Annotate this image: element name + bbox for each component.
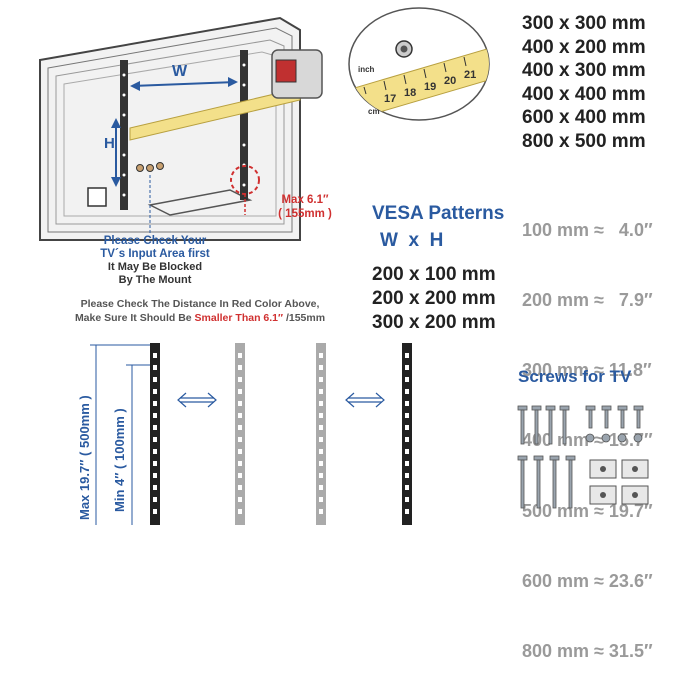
max-height-label: Max 19.7″ ( 500mm ) <box>77 395 92 520</box>
vesa-patterns-title: VESA Patterns <box>372 203 505 224</box>
max-distance-label: Max 6.1″ ( 155mm ) <box>278 194 332 220</box>
vesa-large-list: 300 x 300 mm 400 x 200 mm 400 x 300 mm 4… <box>522 12 646 153</box>
check-distance-line-2: Make Sure It Should Be Smaller Than 6.1″… <box>74 312 326 324</box>
vesa-item: 300 x 300 mm <box>522 13 646 34</box>
conversion-item: 300 mm ≈ 11.8″ <box>522 360 652 381</box>
tape-inch-label: inch <box>358 65 375 74</box>
w-label: W <box>172 63 188 80</box>
vesa-small-list: 200 x 100 mm 200 x 200 mm 300 x 200 mm <box>372 263 496 335</box>
vesa-item: 400 x 200 mm <box>522 36 646 58</box>
vesa-item: 200 x 100 mm <box>372 264 496 285</box>
conversion-item: 200 mm ≈ 7.9″ <box>522 290 653 311</box>
screws-title: Screws for TV <box>518 367 632 386</box>
tape-cm-label: cm <box>368 107 380 116</box>
input-ports <box>136 162 164 172</box>
tape-number: 18 <box>404 87 416 99</box>
bracket-diagram <box>90 343 412 525</box>
vesa-item: 200 x 200 mm <box>372 288 496 309</box>
min-height-label: Min 4″ ( 100mm ) <box>112 408 127 512</box>
blocked-note: It May Be Blocked By The Mount <box>107 261 203 286</box>
tape-number: 20 <box>444 75 456 87</box>
tape-number: 21 <box>464 69 476 81</box>
conversion-item: 600 mm ≈ 23.6″ <box>522 570 653 591</box>
vesa-w-x-h: W x H <box>380 230 444 251</box>
tape-number: 19 <box>424 81 436 93</box>
tape-zoom: inch cm 17 18 19 20 21 <box>348 7 490 121</box>
vesa-item: 300 x 200 mm <box>372 312 496 333</box>
double-arrow-icon <box>345 392 385 408</box>
conversion-item: 500 mm ≈ 19.7″ <box>522 500 653 521</box>
vesa-item: 800 x 500 mm <box>522 130 646 152</box>
tape-number: 17 <box>384 93 396 105</box>
vesa-item: 400 x 400 mm <box>522 83 646 105</box>
conversion-item: 100 mm ≈ 4.0″ <box>522 219 653 240</box>
h-label: H <box>104 135 115 152</box>
conversion-item: 800 mm ≈ 31.5″ <box>522 641 653 662</box>
vesa-item: 400 x 300 mm <box>522 60 646 81</box>
check-distance-line-1: Please Check The Distance In Red Color A… <box>80 298 320 310</box>
double-arrow-icon <box>177 392 217 408</box>
tv-diagram: W H <box>39 16 323 241</box>
screws-illustration <box>517 405 649 509</box>
input-area-note: Please Check Your TV´s Input Area first <box>100 235 210 260</box>
vesa-item: 600 x 400 mm <box>522 107 646 128</box>
